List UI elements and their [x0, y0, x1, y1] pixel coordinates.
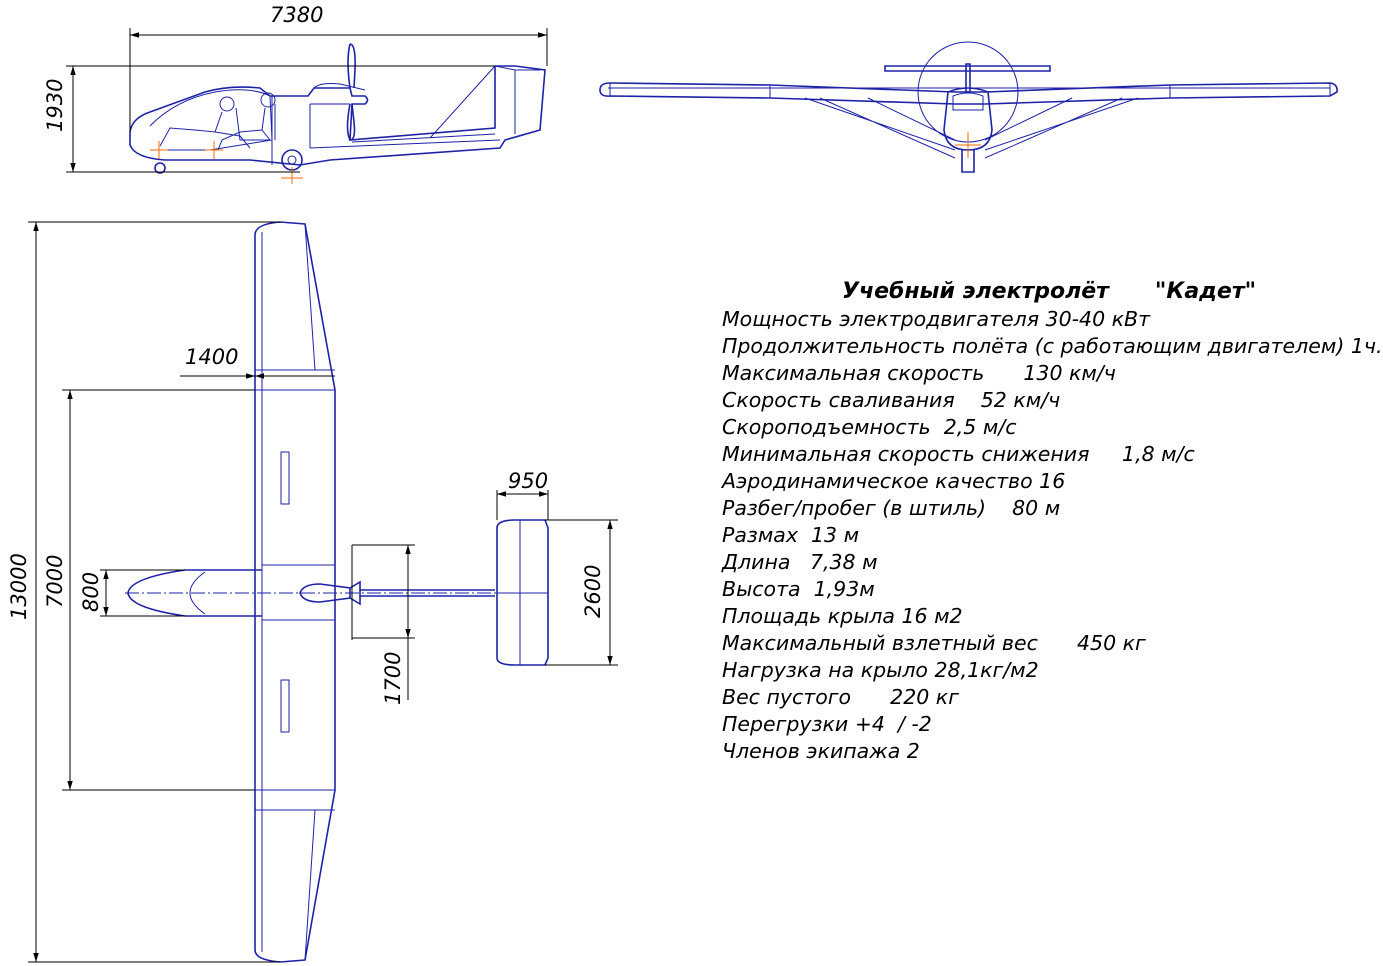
spoiler-upper [280, 451, 290, 505]
spec-flight-duration: Продолжительность полёта (с работающим д… [722, 334, 1383, 358]
side-fuselage [129, 65, 546, 166]
dim-height: 1930 [43, 79, 67, 132]
spec-span: Размах 13 м [722, 523, 860, 547]
spec-min-sink-rate: Минимальная скорость снижения 1,8 м/с [722, 442, 1195, 466]
front-fuselage [943, 87, 993, 151]
side-view: 7380 1930 [43, 3, 548, 184]
three-view-drawing: 7380 1930 [7, 3, 1338, 963]
spec-length: Длина 7,38 м [722, 550, 878, 574]
front-stabilizer [884, 65, 1051, 72]
spec-takeoff-run: Разбег/пробег (в штиль) 80 м [722, 496, 1061, 520]
dim-tail-length: 1700 [381, 652, 405, 705]
side-fin-rudder [429, 65, 540, 139]
dim-span: 13000 [7, 553, 31, 620]
pilot-figures [159, 92, 276, 151]
nose-wheel [154, 162, 166, 174]
front-view [599, 41, 1338, 173]
top-stabilizer [496, 519, 549, 666]
spec-crew: Членов экипажа 2 [722, 739, 920, 763]
dim-length: 7380 [270, 3, 323, 27]
spec-climb-rate: Скороподъемность 2,5 м/с [722, 415, 1017, 439]
spec-wing-area: Площадь крыла 16 м2 [722, 604, 963, 628]
front-struts [804, 97, 1139, 159]
dim-stabilizer-span: 2600 [581, 565, 605, 618]
side-door [271, 96, 350, 165]
spoiler-lower [280, 679, 290, 733]
specifications-block: Учебный электролёт "Кадет" Мощность элек… [722, 278, 1383, 765]
dim-center-section: 7000 [43, 555, 67, 608]
spec-title: Учебный электролёт "Кадет" [842, 279, 1257, 304]
spec-max-speed: Максимальная скорость 130 км/ч [722, 361, 1116, 385]
dim-tail-chord: 950 [508, 469, 548, 493]
side-tail-boom [309, 133, 501, 149]
side-propeller [313, 43, 366, 141]
spec-g-limits: Перегрузки +4 / -2 [722, 712, 932, 736]
top-wing [254, 221, 336, 963]
dim-fuselage-width: 800 [79, 572, 103, 612]
spec-glide-ratio: Аэродинамическое качество 16 [722, 469, 1066, 493]
top-view: 13000 7000 800 1400 950 2600 1700 [7, 221, 618, 963]
top-tail-boom [360, 589, 495, 597]
dim-wing-tip-chord: 1400 [185, 345, 238, 369]
spec-height: Высота 1,93м [722, 577, 875, 601]
front-wing [599, 82, 1338, 105]
spec-wing-loading: Нагрузка на крыло 28,1кг/м2 [722, 658, 1039, 682]
spec-empty-weight: Вес пустого 220 кг [722, 685, 959, 709]
spec-stall-speed: Скорость сваливания 52 км/ч [722, 388, 1061, 412]
side-canopy [149, 89, 273, 151]
spec-motor-power: Мощность электродвигателя 30-40 кВт [722, 307, 1151, 331]
spec-max-takeoff-weight: Максимальный взлетный вес 450 кг [722, 631, 1146, 655]
